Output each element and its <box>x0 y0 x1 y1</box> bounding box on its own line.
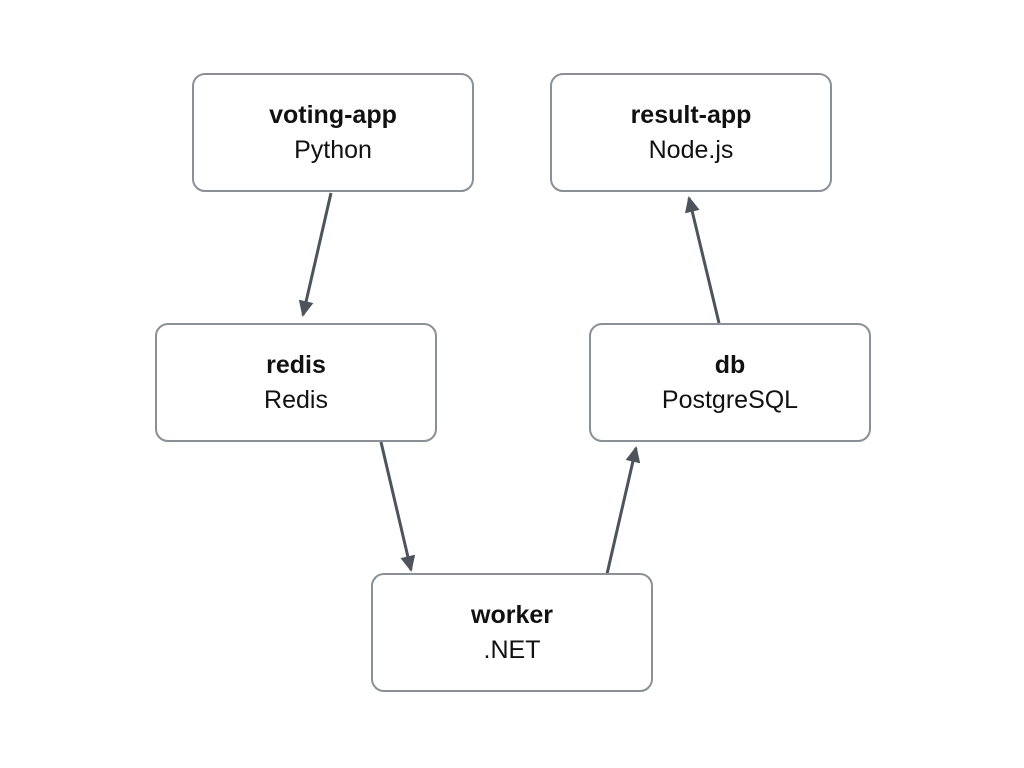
node-voting-app-label: voting-app <box>269 100 397 129</box>
node-worker-label: worker <box>471 600 553 629</box>
node-redis-sublabel: Redis <box>264 385 328 414</box>
node-voting-app-sublabel: Python <box>294 135 372 164</box>
node-db-sublabel: PostgreSQL <box>661 385 799 414</box>
edge-voting-app-to-redis <box>298 192 333 317</box>
edge-worker-to-db <box>605 446 641 575</box>
node-result-app-sublabel: Node.js <box>648 135 734 164</box>
node-result-app-label: result-app <box>630 100 752 129</box>
node-voting-app: voting-app Python <box>192 73 474 192</box>
node-redis-label: redis <box>266 350 326 379</box>
edge-db-to-result-app <box>684 196 721 324</box>
node-worker-sublabel: .NET <box>483 635 541 664</box>
node-result-app: result-app Node.js <box>550 73 832 192</box>
node-db: db PostgreSQL <box>589 323 871 442</box>
node-db-label: db <box>714 350 746 379</box>
node-worker: worker .NET <box>371 573 653 692</box>
edge-redis-to-worker <box>379 441 416 572</box>
node-redis: redis Redis <box>155 323 437 442</box>
